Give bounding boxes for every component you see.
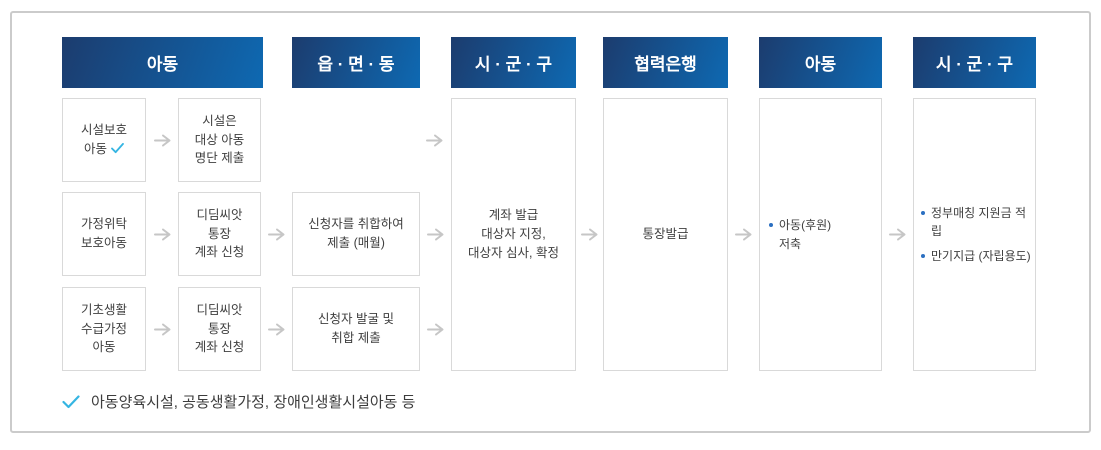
box-line: 대상 아동 (194, 132, 245, 147)
box-seed-account-2: 디딤씨앗 통장 계좌 신청 (178, 287, 261, 371)
arrow-right-icon (154, 134, 171, 147)
bullet-item: 정부매칭 지원금 적립 (921, 204, 1031, 241)
header-label: 협력은행 (634, 55, 697, 74)
footnote-text: 아동양육시설, 공동생활가정, 장애인생활시설아동 등 (91, 394, 416, 411)
arrow-right-icon (268, 323, 285, 336)
box-line: 아동 (84, 140, 124, 159)
bullet-icon (769, 222, 773, 227)
header-eup-myeon-dong: 읍 · 면 · 동 (292, 37, 420, 88)
box-line: 수급가정 (80, 321, 127, 336)
box-line: 취합 제출 (331, 331, 381, 345)
box-child-saving: 아동(후원) 저축 (759, 98, 882, 371)
box-line: 대상자 심사, 확정 (468, 245, 559, 260)
box-line: 계좌 신청 (194, 340, 245, 355)
box-passbook-issue: 통장발급 (603, 98, 728, 371)
box-line: 시설은 (202, 113, 237, 128)
arrow-right-icon (426, 134, 443, 147)
box-line: 보호아동 (80, 236, 127, 250)
box-account-issue: 계좌 발급 대상자 지정, 대상자 심사, 확정 (451, 98, 576, 371)
box-facility-list: 시설은 대상 아동 명단 제출 (178, 98, 261, 182)
bullet-text: 아동(후원) (779, 217, 832, 232)
box-facility-child: 시설보호 아동 (62, 98, 146, 182)
box-collect-submit: 신청자를 취합하여 제출 (매월) (292, 192, 420, 276)
header-label: 시 · 군 · 구 (935, 55, 1014, 74)
header-child-1: 아동 (62, 37, 263, 88)
box-line: 제출 (매월) (327, 236, 385, 250)
check-icon (111, 143, 124, 154)
bullet-icon (921, 210, 925, 215)
box-gov-match: 정부매칭 지원금 적립 만기지급 (자립용도) (913, 98, 1036, 371)
box-line: 디딤씨앗 (196, 302, 243, 317)
box-seed-account-1: 디딤씨앗 통장 계좌 신청 (178, 192, 261, 276)
header-si-gun-gu-2: 시 · 군 · 구 (913, 37, 1036, 88)
box-basic-livelihood-child: 기초생활 수급가정 아동 (62, 287, 146, 371)
box-line: 통장 (207, 226, 231, 241)
box-line: 디딤씨앗 (196, 207, 243, 222)
bullet-text: 만기지급 (자립용도) (931, 248, 1031, 263)
box-line: 계좌 발급 (488, 208, 539, 223)
header-label: 시 · 군 · 구 (474, 55, 553, 74)
box-line: 시설보호 (80, 123, 127, 138)
header-label: 읍 · 면 · 동 (317, 55, 395, 74)
box-line: 통장 (207, 321, 231, 336)
box-line-text: 아동 (83, 142, 107, 156)
box-line: 대상자 지정, (481, 227, 546, 242)
box-discover-submit: 신청자 발굴 및 취합 제출 (292, 287, 420, 371)
arrow-right-icon (154, 323, 171, 336)
arrow-right-icon (581, 228, 598, 241)
header-label: 아동 (146, 55, 179, 74)
box-line: 기초생활 (80, 302, 127, 317)
box-line: 가정위탁 (80, 217, 127, 232)
header-si-gun-gu-1: 시 · 군 · 구 (451, 37, 576, 88)
header-partner-bank: 협력은행 (603, 37, 728, 88)
box-line: 계좌 신청 (194, 245, 245, 260)
bullet-icon (921, 253, 925, 258)
box-line: 통장발급 (642, 227, 689, 242)
arrow-right-icon (154, 228, 171, 241)
arrow-right-icon (268, 228, 285, 241)
bullet-item: 만기지급 (자립용도) (921, 247, 1031, 266)
arrow-right-icon (427, 228, 444, 241)
header-child-2: 아동 (759, 37, 882, 88)
box-line: 신청자 발굴 및 (318, 312, 394, 327)
check-icon (62, 394, 80, 408)
box-line: 신청자를 취합하여 (308, 217, 404, 232)
bullet-item: 아동(후원) (769, 216, 831, 235)
bullet-text-continued: 저축 (779, 236, 802, 251)
bullet-text: 정부매칭 지원금 적립 (931, 205, 1026, 239)
arrow-right-icon (427, 323, 444, 336)
arrow-right-icon (735, 228, 752, 241)
header-label: 아동 (804, 55, 837, 74)
footnote: 아동양육시설, 공동생활가정, 장애인생활시설아동 등 (62, 391, 415, 412)
arrow-right-icon (889, 228, 906, 241)
box-line: 아동 (92, 340, 116, 355)
box-foster-child: 가정위탁 보호아동 (62, 192, 146, 276)
box-line: 명단 제출 (194, 151, 245, 166)
